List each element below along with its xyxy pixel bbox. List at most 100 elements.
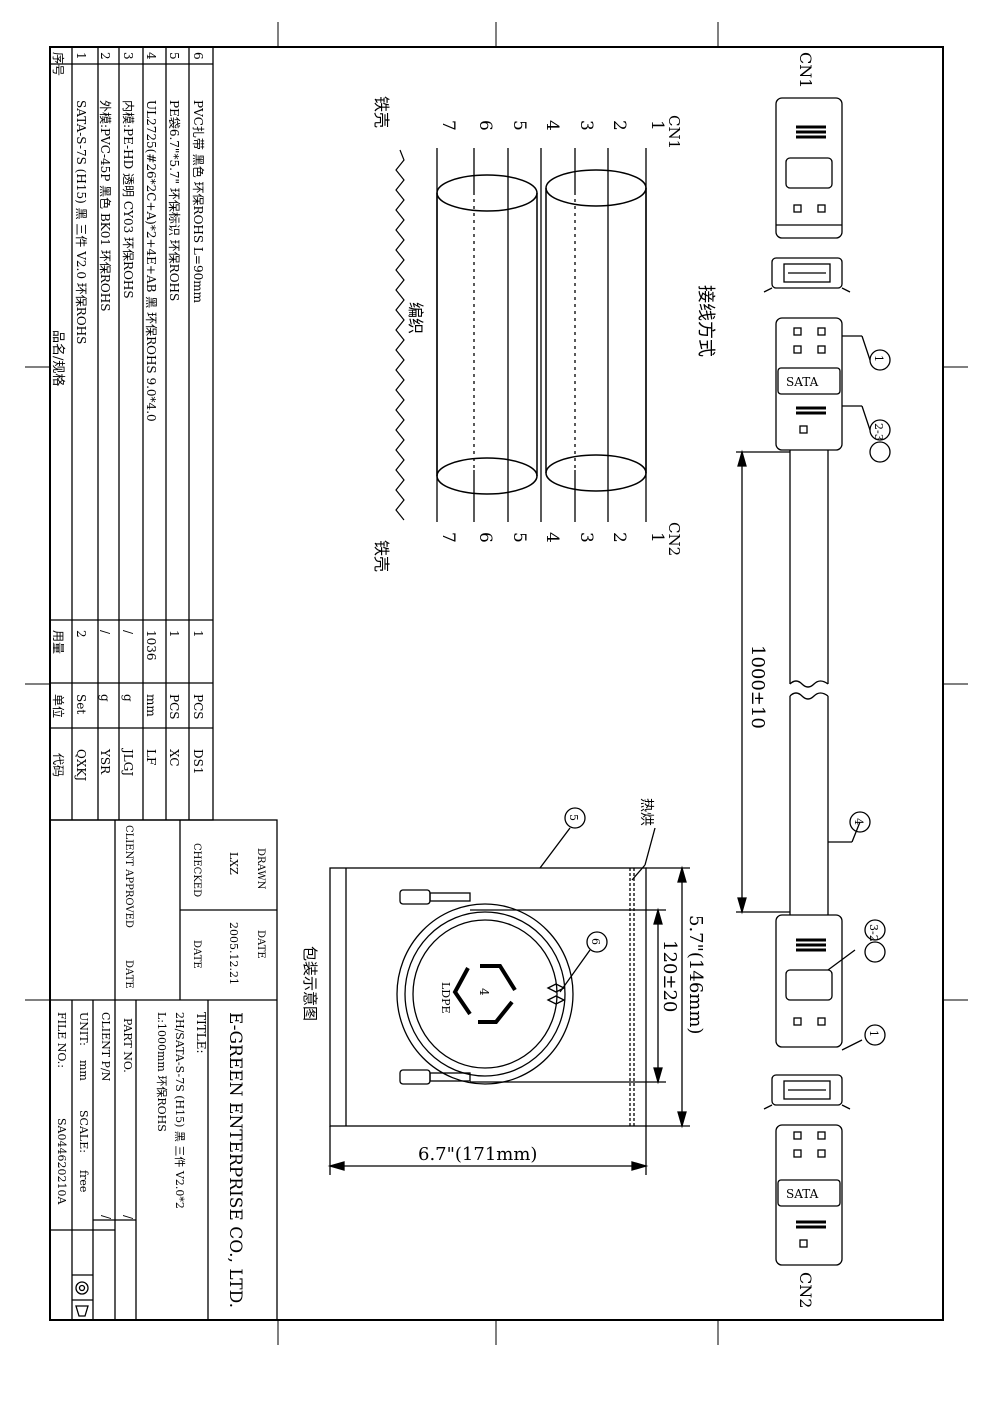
callout-3-2-text: 3-2 (867, 924, 880, 942)
cn2-plug-bottom: SATA (775, 1124, 843, 1266)
callout-1-top-text: 1 (872, 355, 885, 362)
pin-label-cn2-5: 5 (509, 532, 529, 543)
unit-label: UNIT: (77, 1012, 90, 1046)
pin-label-cn1-3: 3 (576, 120, 596, 131)
bom-row-5-unit: PCS (167, 694, 181, 719)
package-title: 包装示意图 (301, 946, 319, 1021)
bom-row-5-no: 5 (167, 52, 181, 60)
receptacle-bottom (763, 1074, 851, 1110)
callout-2-3-top: 2-3 (842, 405, 891, 463)
bom-row-6-unit: PCS (191, 694, 205, 719)
cable-cn1-label: CN1 (796, 52, 815, 88)
bom-row-3-no: 3 (121, 52, 135, 60)
cn1-overmold: SATA (775, 317, 843, 451)
length-dimension: 1000±10 (736, 449, 790, 915)
cn2-overmold (775, 914, 843, 1048)
pin-label-cn1-4: 4 (542, 120, 562, 131)
callout-4-text: 4 (852, 818, 865, 825)
bom-row-2-qty: / (98, 630, 112, 635)
scale-label: SCALE: (77, 1110, 90, 1153)
receptacle-top (763, 257, 851, 293)
bom-row-1-qty: 2 (74, 630, 88, 638)
checked-label: CHECKED (191, 843, 202, 897)
cable-body (789, 450, 829, 915)
length-label: 1000±10 (747, 645, 768, 729)
client-pn-value: / (99, 1215, 113, 1220)
braid-label: 编织 (406, 302, 425, 334)
bom-header-qty: 用量 (51, 630, 65, 654)
client-date-label: DATE (123, 960, 134, 989)
title-label: TITLE: (194, 1012, 208, 1054)
braid-drain-wire (395, 149, 405, 521)
pin-label-cn2-2: 2 (609, 532, 629, 543)
callout-5-text: 5 (567, 814, 580, 821)
title-line-1: 2H/SATA-S-7S (H15) 黑 三件 V2.0*2 (173, 1012, 186, 1209)
callout-4: 4 (828, 811, 871, 843)
callout-6-text: 6 (589, 938, 602, 945)
title-block: DRAWN DATE LXZ 2005.12.21 CHECKED DATE C… (49, 819, 278, 1321)
shell-label-cn1: 铁壳 (372, 96, 391, 128)
width-dimension: 6.7"(171mm) (327, 1126, 649, 1175)
pin-label-cn1-6: 6 (475, 120, 495, 131)
title-line-2: L:1000mm 环保ROHS (155, 1012, 169, 1132)
package-diagram: 包装示意图 4 LDPE 热烘 (301, 798, 706, 1175)
height-label: 5.7"(146mm) (685, 915, 706, 1034)
pin-label-cn2-1: 1 (647, 532, 667, 543)
bom-row-6-code: DS1 (191, 749, 205, 774)
bom-row-1-unit: Set (74, 694, 88, 714)
shield-pair-1 (545, 169, 647, 492)
cable-cn2-label: CN2 (796, 1272, 815, 1308)
bom-row-5-code: XC (167, 749, 181, 767)
client-approved-label: CLIENT APPROVED (123, 825, 134, 928)
bom-row-3-name: 内模:PE-HD 透明 CY03 环保ROHS (121, 100, 135, 299)
bom-row-4-no: 4 (144, 52, 158, 60)
bom-row-4-name: UL2725(#26*2C+A)*2+4E+AB 黑 环保ROHS 9.0*4.… (144, 100, 158, 422)
bom-row-5-qty: 1 (167, 630, 181, 638)
shell-label-cn2: 铁壳 (372, 540, 391, 572)
bom-row-1-name: SATA-S-7S (H15) 黑 三件 V2.0 环保ROHS (74, 100, 88, 344)
callout-2-3-text: 2-3 (872, 423, 885, 441)
coil-label: 120±20 (659, 940, 680, 1012)
bom-header-code: 代码 (51, 753, 65, 777)
pin-label-cn2-7: 7 (438, 532, 458, 543)
wiring-title: 接线方式 (695, 285, 716, 357)
pin-label-cn1-5: 5 (509, 120, 529, 131)
pin-labels-cn1: 1 2 3 4 5 6 7 (438, 120, 667, 131)
wiring-cn2-label: CN2 (665, 522, 683, 556)
cn1-sata-text: SATA (786, 375, 819, 389)
bom-row-6-qty: 1 (191, 630, 205, 638)
pin-label-cn2-6: 6 (475, 532, 495, 543)
bom-row-2-name: 外模:PVC-45P 黑色 BK01 环保ROHS (98, 100, 112, 311)
recycle-text: LDPE (439, 982, 452, 1014)
coil-dimension: 120±20 (470, 907, 680, 1085)
part-no-value: / (121, 1215, 135, 1220)
bom-row-4-unit: mm (144, 694, 158, 717)
bom-row-4-qty: 1036 (144, 630, 158, 661)
bom-header-name: 品名/规格 (50, 330, 66, 386)
coiled-cable (396, 889, 574, 1085)
bom-row-1-no: 1 (74, 52, 88, 60)
bom-row-1-code: QXKJ (74, 749, 88, 781)
height-dimension: 5.7"(146mm) (646, 865, 706, 1129)
pin-label-cn1-7: 7 (438, 120, 458, 131)
bom-row-4-code: LF (144, 749, 158, 765)
client-pn-label: CLIENT P/N (99, 1012, 112, 1082)
company-name: E-GREEN ENTERPRISE CO., LTD. (225, 1012, 245, 1308)
cn1-plug-top (775, 97, 843, 239)
bom-row-2-no: 2 (98, 52, 112, 60)
checked-date-label: DATE (191, 940, 202, 969)
bom-row-2-unit: g (98, 694, 112, 702)
part-no-label: PART NO. (121, 1018, 134, 1073)
bom-row-3-code: JLGJ (121, 747, 135, 776)
bom-row-3-unit: g (121, 694, 135, 702)
unit-value: mm (77, 1060, 90, 1081)
pin-label-cn1-2: 2 (609, 120, 629, 131)
callout-1-bottom-text: 1 (867, 1030, 880, 1037)
callout-1-bottom: 1 (841, 1024, 886, 1051)
pin-label-cn1-1: 1 (647, 120, 667, 131)
bom-row-6-no: 6 (191, 52, 205, 60)
